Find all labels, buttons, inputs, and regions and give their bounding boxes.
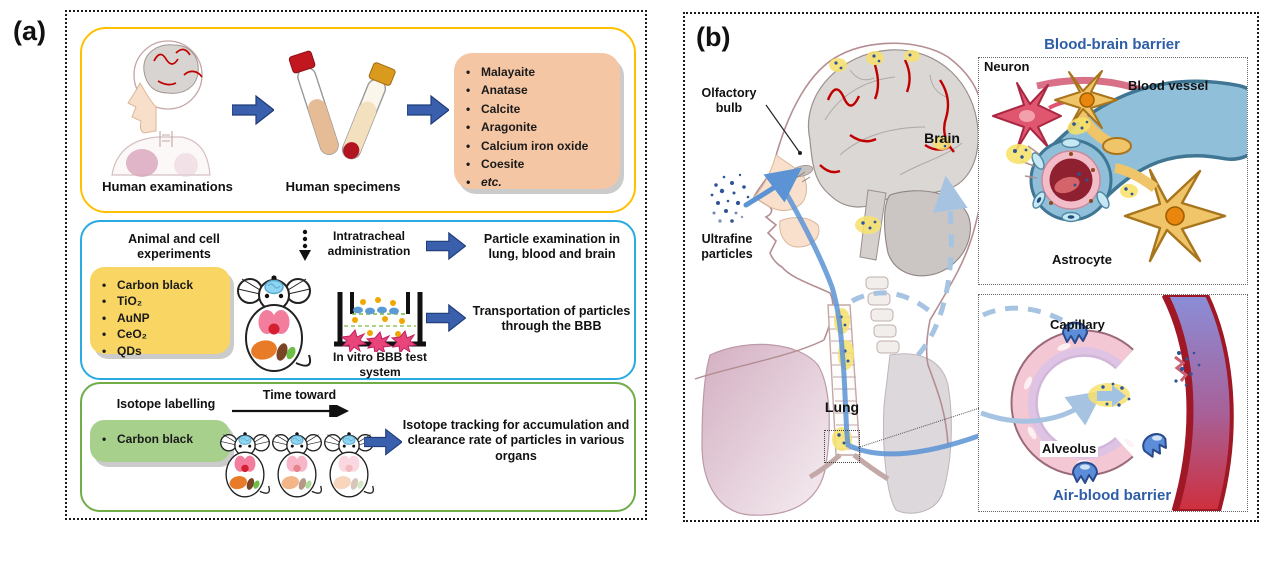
minerals-list: Malayaite Anatase Calcite Aragonite Calc… — [454, 53, 620, 198]
human-body-illustration — [694, 42, 992, 516]
neuron-label: Neuron — [982, 59, 1032, 75]
isotope-materials-box: Carbon black — [90, 420, 230, 462]
arrow-right-icon — [407, 95, 449, 125]
blood-vessel-label: Blood vessel — [1128, 78, 1209, 93]
mineral-item: Coesite — [466, 155, 614, 173]
human-specimens-caption: Human specimens — [285, 179, 401, 194]
air-blood-barrier-illustration — [980, 295, 1234, 511]
human-examination-section: Human examinations Human specimens Malay… — [80, 27, 636, 213]
time-toward-caption: Time toward — [262, 388, 337, 402]
isotope-title: Isotope labelling — [116, 397, 216, 411]
blood-brain-barrier-inset — [978, 57, 1248, 285]
materials-box: Carbon black TiO₂ AuNP CeO₂ QDs — [90, 267, 230, 358]
mouse-illustration-faded — [272, 431, 323, 498]
lung-label: Lung — [824, 399, 860, 415]
material-item: QDs — [102, 343, 224, 359]
arrow-right-icon — [232, 95, 274, 125]
mineral-item: Malayaite — [466, 63, 614, 81]
outcome-particle-examination: Particle examination in lung, blood and … — [483, 232, 621, 262]
mineral-item: etc. — [466, 173, 614, 191]
mineral-item: Calcite — [466, 100, 614, 118]
material-item: AuNP — [102, 310, 224, 326]
panel-b — [683, 12, 1259, 522]
intratracheal-caption: Intratracheal administration — [327, 229, 411, 258]
panel-a — [65, 10, 647, 520]
arrow-right-icon — [364, 428, 402, 456]
arrow-right-icon — [426, 304, 466, 332]
animal-cell-section: Animal and cell experiments Carbon black… — [80, 220, 636, 380]
mineral-item: Calcium iron oxide — [466, 137, 614, 155]
panel-b-letter: (b) — [696, 22, 731, 52]
mouse-illustration — [220, 431, 271, 498]
astrocyte-label: Astrocyte — [1052, 252, 1112, 267]
brain-label: Brain — [924, 130, 960, 146]
lung-zoom-region — [824, 430, 860, 463]
bbb-test-system-illustration — [334, 292, 426, 352]
material-item: TiO₂ — [102, 293, 224, 309]
alveolus-label: Alveolus — [1040, 441, 1099, 457]
material-item: CeO₂ — [102, 326, 224, 342]
dotted-down-arrow-icon — [299, 229, 311, 261]
mouse-illustration — [237, 274, 312, 372]
time-arrow-icon — [232, 405, 349, 417]
ultrafine-particles-label: Ultrafine particles — [701, 232, 753, 262]
arrow-right-icon — [426, 232, 466, 260]
blood-brain-barrier-illustration — [992, 70, 1247, 263]
material-item: Carbon black — [102, 277, 224, 293]
olfactory-bulb-label: Olfactory bulb — [701, 86, 757, 116]
outcome-bbb-transport: Transportation of particles through the … — [472, 304, 631, 334]
minerals-box: Malayaite Anatase Calcite Aragonite Calc… — [454, 53, 620, 189]
human-examinations-caption: Human examinations — [102, 179, 233, 194]
bbb-inset-title: Blood-brain barrier — [1044, 36, 1180, 53]
abb-inset-title: Air-blood barrier — [1052, 487, 1172, 504]
air-blood-barrier-inset — [978, 294, 1248, 512]
mineral-item: Aragonite — [466, 118, 614, 136]
mineral-item: Anatase — [466, 81, 614, 99]
test-tubes-illustration — [288, 50, 396, 160]
human-head-illustration — [111, 40, 211, 177]
panel-a-letter: (a) — [13, 16, 46, 46]
animal-cell-title: Animal and cell experiments — [128, 232, 220, 262]
bbb-test-system-caption: In vitro BBB test system — [332, 350, 427, 379]
material-item: Carbon black — [102, 432, 224, 446]
materials-list: Carbon black TiO₂ AuNP CeO₂ QDs — [90, 267, 230, 365]
capillary-label: Capillary — [1050, 317, 1105, 332]
isotope-materials-list: Carbon black — [90, 420, 230, 452]
isotope-section: Isotope labelling Carbon black Time towa… — [80, 382, 636, 512]
isotope-outcome: Isotope tracking for accumulation and cl… — [402, 418, 630, 463]
